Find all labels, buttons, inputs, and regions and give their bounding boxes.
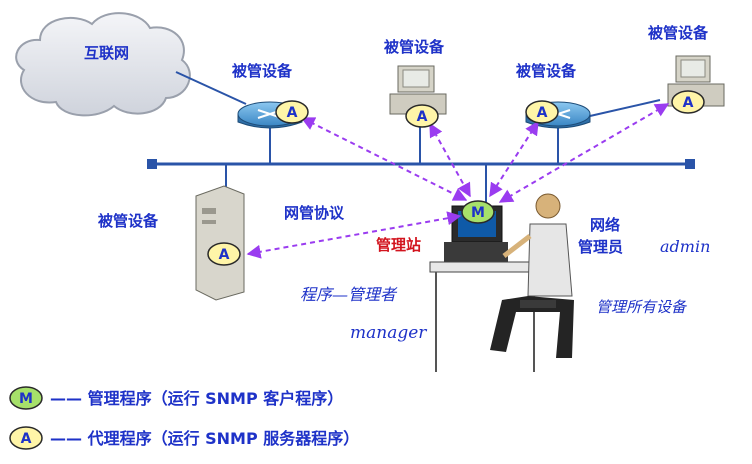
admin-legs — [490, 296, 574, 358]
agent-badge — [405, 104, 439, 128]
agent-badge — [207, 242, 241, 266]
legend-manager-letter: M — [19, 391, 33, 407]
admin-chair — [520, 300, 556, 308]
agent-badge-server: A — [207, 242, 241, 266]
internet-label: 互联网 — [84, 44, 129, 62]
agent-badge — [525, 100, 559, 124]
legend-manager-badge — [9, 386, 43, 410]
annotation-admin: admin — [660, 237, 710, 256]
legend-item-manager: M —— 管理程序（运行 SNMP 客户程序） — [9, 386, 343, 410]
station-cpu — [444, 242, 508, 264]
protocol-arrow — [498, 103, 670, 203]
screen-4 — [680, 59, 706, 78]
station-label: 管理站 — [376, 236, 421, 254]
annotation-manager: manager — [350, 323, 427, 343]
bus-terminator-left — [147, 159, 157, 169]
agent-badge-letter: A — [417, 109, 428, 125]
agent-badge-router1: A — [275, 100, 309, 124]
managed-device-label: 被管设备 — [384, 38, 445, 56]
protocol-label: 网管协议 — [284, 204, 345, 222]
station-desk — [429, 261, 541, 273]
annotation-program-manager: 程序—管理者 — [300, 285, 398, 304]
bus-terminator-right — [685, 159, 695, 169]
admin-arm — [502, 234, 532, 258]
legend-manager-text: —— 管理程序（运行 SNMP 客户程序） — [50, 389, 343, 408]
admin-label-line2: 管理员 — [578, 238, 623, 256]
managed-device-label: 被管设备 — [516, 62, 577, 80]
agent-badge-ws2: A — [405, 104, 439, 128]
annotation-manage-all: 管理所有设备 — [596, 298, 688, 316]
internet-link — [175, 71, 247, 105]
managed-workstation-2: 被管设备 — [384, 38, 447, 115]
managed-device-label: 被管设备 — [98, 212, 159, 230]
network-admin: 网络 管理员 — [490, 193, 623, 358]
router2-to-device4 — [589, 99, 661, 117]
agent-badge-letter: A — [219, 247, 230, 263]
agent-badge-ws4: A — [671, 90, 705, 114]
server-drive — [202, 220, 216, 224]
manager-badge-letter: M — [471, 205, 485, 221]
cloud-shape — [15, 12, 191, 117]
legend: M —— 管理程序（运行 SNMP 客户程序） A —— 代理程序（运行 SNM… — [9, 386, 359, 450]
agent-badge-letter: A — [537, 105, 548, 121]
desk-legs — [435, 272, 535, 372]
protocol-arrows — [246, 103, 670, 259]
agent-badge-router2: A — [525, 100, 559, 124]
manager-badge: M — [461, 200, 495, 224]
admin-label-line1: 网络 — [590, 216, 620, 234]
protocol-arrow — [246, 211, 462, 259]
server-drive — [202, 208, 216, 214]
manager-badge-shape — [461, 200, 495, 224]
protocol-arrow — [300, 117, 468, 201]
admin-head — [535, 193, 561, 219]
agent-badge — [275, 100, 309, 124]
internet-cloud: 互联网 — [15, 12, 191, 117]
managed-device-label: 被管设备 — [232, 62, 293, 80]
admin-torso — [527, 223, 573, 297]
agent-badge — [671, 90, 705, 114]
protocol-arrow — [429, 122, 471, 198]
protocol-arrow — [489, 120, 539, 198]
legend-agent-text: —— 代理程序（运行 SNMP 服务器程序） — [50, 429, 359, 448]
management-station: 管理站 — [376, 205, 541, 372]
legend-agent-badge — [9, 426, 43, 450]
agent-badge-letter: A — [287, 105, 298, 121]
legend-agent-letter: A — [21, 431, 32, 447]
screen-2 — [402, 69, 430, 88]
legend-item-agent: A —— 代理程序（运行 SNMP 服务器程序） — [9, 426, 359, 450]
managed-device-label: 被管设备 — [648, 24, 709, 42]
agent-badge-letter: A — [683, 95, 694, 111]
